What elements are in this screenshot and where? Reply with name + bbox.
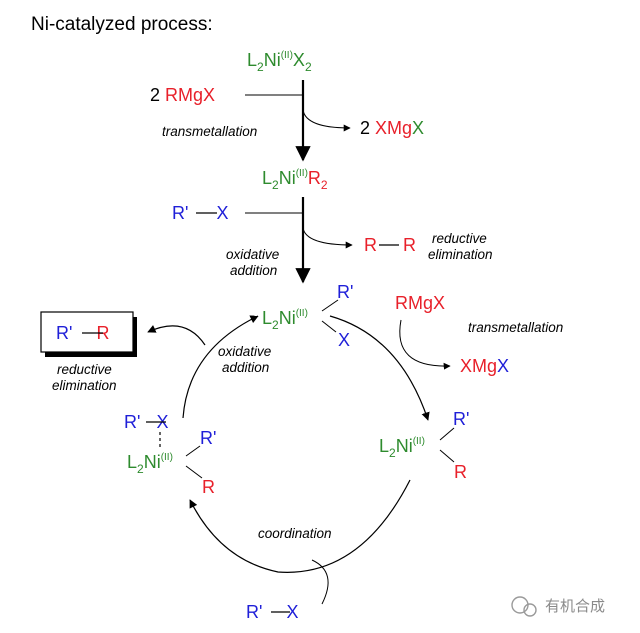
coordination-curve [311,559,329,605]
reductive-elimination-arrow-cycle [147,325,206,346]
product-box [40,311,134,353]
coordination-label: coordination [258,526,332,541]
right-complex-r2: R [454,462,467,482]
oxidative-addition-label-top: oxidative addition [226,247,283,278]
reagent-rmgx-cycle: RMgX [395,293,445,313]
left-complex-bond-r1 [185,445,201,457]
cycle-arc-bottom [189,479,411,573]
transmetallation-label-top: transmetallation [162,124,257,139]
left-complex-core: L2Ni(II) [127,452,173,476]
intermediate-complex: L2Ni(II)R2 [262,168,328,192]
cycle-right-complex: L2Ni(II) [379,436,425,460]
transmetallation-curve-cycle [399,319,451,370]
right-complex-r1: R' [453,409,469,429]
reductive-elimination-label-top: reductive elimination [428,231,493,262]
wechat-icon-inner [523,603,537,617]
right-complex-bond-r2 [439,449,455,463]
top-complex-bond-x [321,320,337,333]
watermark-text: 有机合成 [545,598,605,615]
cycle-top-complex: L2Ni(II) [262,308,308,332]
byproduct-xmgx-cycle: XMgX [460,356,509,376]
cycle-arc-top-right [329,315,430,421]
top-complex-x: X [338,330,350,350]
right-complex-bond-r1 [439,427,455,441]
top-complex-r: R' [337,282,353,302]
bottom-reagent-rx: R'X [246,602,298,622]
left-complex-r1: R' [200,428,216,448]
watermark: 有机合成 [511,596,605,617]
reductive-elimination-label-cycle: reductive elimination [52,362,117,393]
oxidative-addition-label-cycle: oxidative addition [218,344,275,375]
reductive-elimination-arrow-top [302,227,353,249]
left-complex-bond-r2 [185,465,203,479]
byproduct1-arrow [302,109,351,132]
diagram-title: Ni-catalyzed process: [31,14,213,35]
left-complex-r2: R [202,477,215,497]
byproduct-xmgx-top: 2 XMgX [360,118,424,138]
reagent-rx-top: R'X [172,203,228,223]
transmetallation-label-cycle: transmetallation [468,320,563,335]
reagent-rmgx-top: 2 RMgX [150,85,215,105]
cycle-arc-left [182,315,259,419]
top-complex-bond-r [321,299,339,312]
start-complex: L2Ni(II)X2 [247,50,312,74]
